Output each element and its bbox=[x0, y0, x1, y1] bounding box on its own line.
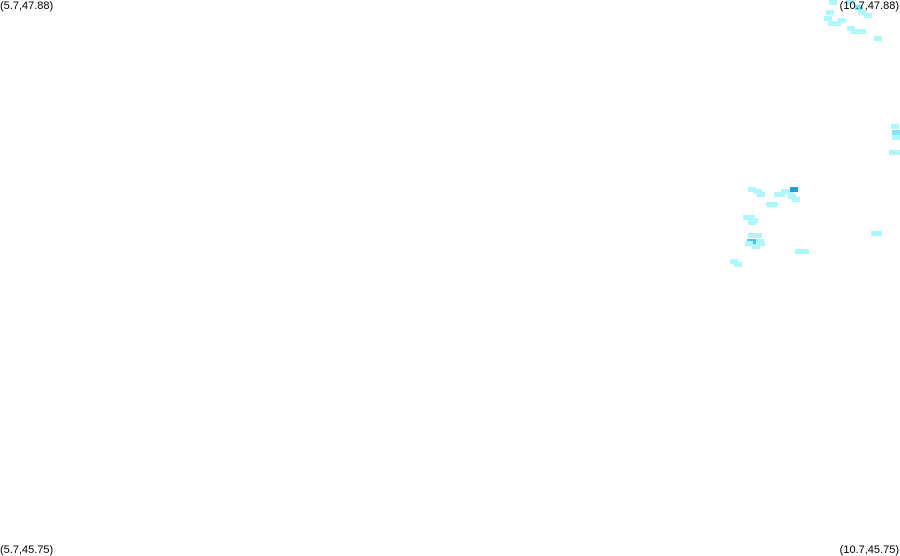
precip-cell-light bbox=[757, 241, 765, 246]
precip-cell-light bbox=[851, 29, 859, 34]
precip-cell-light bbox=[792, 197, 800, 202]
precip-cell-core bbox=[790, 187, 798, 192]
precipitation-layer bbox=[730, 0, 900, 267]
precip-cell-light bbox=[745, 241, 753, 246]
precip-cell-light bbox=[748, 233, 756, 238]
corner-label-bottom-left: (5.7,45.75) bbox=[0, 544, 54, 556]
precip-cell-light bbox=[752, 244, 760, 249]
precip-cell-light bbox=[891, 124, 899, 129]
precip-cell-light bbox=[770, 202, 778, 207]
precip-cell-light bbox=[781, 189, 789, 194]
precip-cell-light bbox=[754, 233, 762, 238]
precip-cell-light bbox=[748, 187, 756, 192]
precip-cell-light bbox=[826, 10, 834, 15]
precip-cell-light bbox=[734, 262, 742, 267]
precip-cell-light bbox=[833, 21, 841, 26]
precip-cell-light bbox=[864, 13, 872, 18]
precip-cell-light bbox=[730, 259, 738, 264]
precip-cell-light bbox=[788, 194, 796, 199]
precip-cell-light bbox=[824, 16, 832, 21]
precip-cell-light bbox=[795, 249, 803, 254]
precip-cell-light bbox=[757, 192, 765, 197]
corner-label-bottom-right: (10.7,45.75) bbox=[839, 544, 899, 556]
precip-cell-light bbox=[801, 249, 809, 254]
precip-cell-light bbox=[847, 26, 855, 31]
precip-cell-light bbox=[846, 0, 854, 5]
precip-cell-light bbox=[892, 150, 900, 155]
precip-cell-light bbox=[892, 135, 900, 140]
precip-cell-light bbox=[858, 10, 866, 15]
precip-cell-light bbox=[828, 21, 836, 26]
corner-label-top-right: (10.7,47.88) bbox=[839, 0, 899, 12]
precip-cell-light bbox=[747, 215, 755, 220]
precip-cell-light bbox=[874, 36, 882, 41]
precip-cell-light bbox=[858, 29, 866, 34]
precip-cell-medium bbox=[855, 5, 863, 10]
precip-cell-light bbox=[777, 192, 785, 197]
corner-label-top-left: (5.7,47.88) bbox=[0, 0, 54, 12]
precip-cell-light bbox=[754, 189, 762, 194]
precip-cell-light bbox=[838, 18, 846, 23]
precip-cell-strong bbox=[750, 239, 758, 244]
precip-cell-light bbox=[829, 0, 837, 5]
precip-cell-medium bbox=[892, 130, 900, 135]
precip-cell-light bbox=[748, 220, 756, 225]
precip-cell-light bbox=[874, 231, 882, 236]
